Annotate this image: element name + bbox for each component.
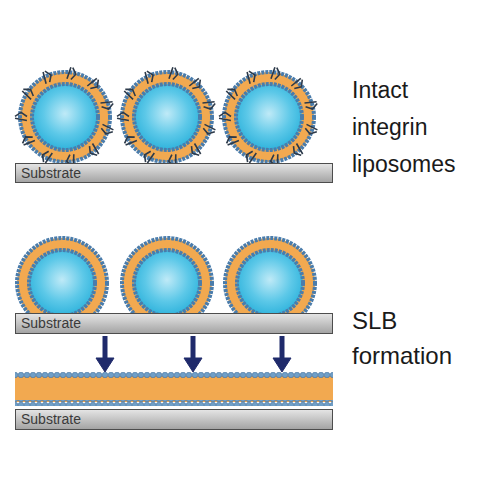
supported-bilayer: [15, 372, 333, 406]
integrin-symbol: [226, 89, 237, 99]
integrin-symbol: [43, 151, 53, 163]
side-label: Intact integrin liposomes: [352, 72, 482, 183]
bilayer-core: [15, 376, 333, 402]
integrin-symbol: [43, 71, 51, 84]
liposome-shell: [20, 72, 110, 162]
integrin-symbol: [67, 67, 76, 79]
substrate-label: Substrate: [21, 314, 81, 333]
arrow-head: [96, 358, 114, 372]
down-arrow: [280, 336, 285, 360]
integrin-symbol: [203, 124, 215, 133]
liposome-lumen: [29, 250, 95, 316]
integrin-symbol: [145, 71, 153, 84]
integrin-symbol: [192, 144, 201, 156]
integrin-symbol: [271, 67, 280, 79]
liposome-lumen: [236, 84, 302, 150]
integrin-symbol: [294, 144, 303, 156]
liposome-lumen: [32, 84, 98, 150]
integrin-symbol: [145, 151, 155, 163]
bilayer-heads-bottom: [15, 400, 333, 406]
liposome-lumen: [134, 84, 200, 150]
integrin-symbol: [15, 112, 27, 120]
substrate-label: Substrate: [21, 164, 81, 182]
substrate-bar: Substrate: [15, 409, 333, 430]
side-label: SLB formation: [352, 303, 472, 373]
integrin-symbol: [291, 78, 302, 88]
liposome-lumen: [237, 250, 303, 316]
arrow-head: [273, 358, 291, 372]
integrin-symbol: [124, 89, 135, 99]
integrin-symbol: [247, 151, 257, 163]
integrin-symbol: [203, 102, 216, 109]
integrin-symbol: [305, 124, 317, 133]
integrin-symbol: [125, 137, 137, 145]
substrate-bar: Substrate: [15, 163, 333, 183]
down-arrow: [103, 336, 108, 360]
integrin-symbol: [219, 112, 231, 120]
integrin-symbol: [189, 78, 200, 88]
integrin-symbol: [117, 112, 129, 120]
substrate-label: Substrate: [21, 410, 81, 429]
liposome-shell: [224, 72, 314, 162]
down-arrow: [191, 336, 196, 360]
integrin-symbol: [227, 137, 239, 145]
arrow-head: [184, 358, 202, 372]
substrate-bar: Substrate: [15, 313, 333, 334]
integrin-symbol: [305, 102, 318, 109]
liposome-shell: [122, 72, 212, 162]
integrin-symbol: [22, 89, 33, 99]
integrin-symbol: [101, 124, 113, 133]
integrin-symbol: [90, 144, 99, 156]
integrin-symbol: [247, 71, 255, 84]
integrin-symbol: [87, 78, 98, 88]
bilayer-heads-top: [15, 372, 333, 378]
integrin-symbol: [23, 137, 35, 145]
integrin-symbol: [169, 67, 178, 79]
liposome-group: [15, 67, 317, 328]
integrin-symbol: [101, 102, 114, 109]
liposome-lumen: [134, 250, 200, 316]
arrow-group: [96, 336, 291, 372]
